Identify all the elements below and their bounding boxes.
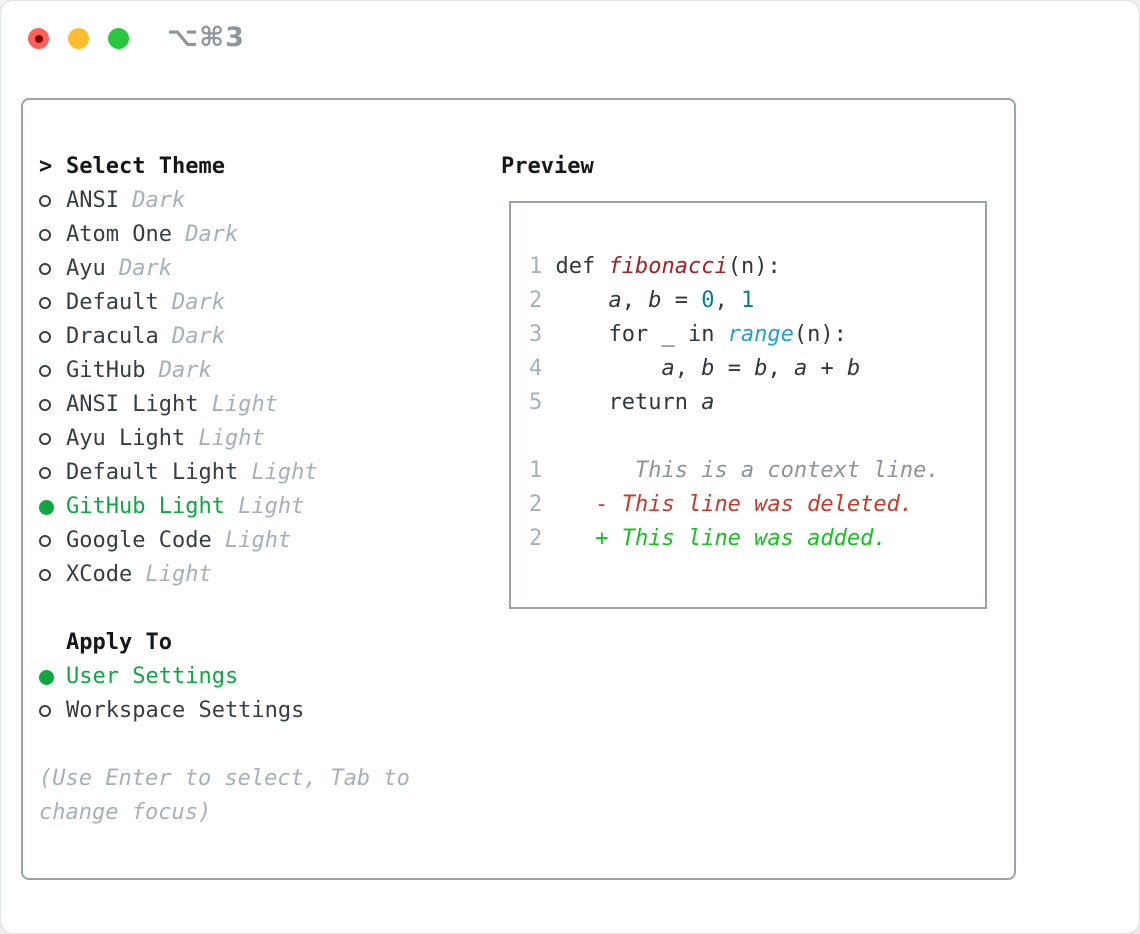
- radio-unselected-icon: [39, 365, 51, 377]
- theme-option-default[interactable]: Default Dark: [39, 286, 410, 320]
- apply-to-title: Apply To: [66, 630, 172, 655]
- option-label: GitHub Light: [66, 494, 239, 519]
- radio-unselected-icon: [39, 535, 51, 547]
- option-label: ANSI: [66, 188, 133, 213]
- radio-unselected-icon: [39, 399, 51, 411]
- preview-line: 1 def fibonacci(n):: [529, 254, 781, 279]
- theme-variant-tag: Dark: [132, 188, 186, 213]
- preview-line: 5 return a: [529, 390, 715, 415]
- theme-option-google-code[interactable]: Google Code Light: [39, 524, 410, 558]
- radio-unselected-icon: [39, 229, 51, 241]
- apply-option-workspace-settings[interactable]: Workspace Settings: [39, 694, 410, 728]
- theme-variant-tag: Light: [145, 562, 212, 587]
- preview-line: 2 - This line was deleted.: [529, 492, 914, 517]
- option-label: XCode: [66, 562, 146, 587]
- preview-blank-line: [529, 420, 940, 454]
- hint-line: (Use Enter to select, Tab to: [39, 766, 410, 791]
- theme-option-github[interactable]: GitHub Dark: [39, 354, 410, 388]
- apply-to-header-row: Apply To: [39, 626, 410, 660]
- theme-option-atom-one[interactable]: Atom One Dark: [39, 218, 410, 252]
- theme-option-ansi[interactable]: ANSI Dark: [39, 184, 410, 218]
- option-label: Google Code: [66, 528, 225, 553]
- option-label: Workspace Settings: [66, 698, 305, 723]
- preview-line: 3 for _ in range(n):: [529, 322, 847, 347]
- radio-unselected-icon: [39, 433, 51, 445]
- theme-list-title: Select Theme: [66, 154, 225, 179]
- theme-option-dracula[interactable]: Dracula Dark: [39, 320, 410, 354]
- cursor-marker: >: [39, 150, 66, 184]
- preview-box: 1 def fibonacci(n): 2 a, b = 0, 1 3 for _ …: [509, 201, 987, 609]
- title-bar: ⌥⌘3: [1, 1, 1139, 75]
- close-button[interactable]: [28, 28, 49, 49]
- option-label: User Settings: [66, 664, 239, 689]
- preview-line: 4 a, b = b, a + b: [529, 356, 861, 381]
- chevron-right-icon: >: [39, 154, 53, 179]
- option-label: Dracula: [66, 324, 172, 349]
- theme-variant-tag: Light: [211, 392, 278, 417]
- theme-variant-tag: Light: [198, 426, 265, 451]
- option-label: GitHub: [66, 358, 159, 383]
- option-label: Default: [66, 290, 172, 315]
- theme-variant-tag: Light: [224, 528, 292, 553]
- radio-unselected-icon: [39, 297, 51, 309]
- theme-option-github-light[interactable]: GitHub Light Light: [39, 490, 410, 524]
- preview-title: Preview: [501, 154, 594, 179]
- option-label: Ayu: [66, 256, 119, 281]
- theme-variant-tag: Dark: [158, 358, 212, 383]
- zoom-button[interactable]: [108, 28, 129, 49]
- radio-unselected-icon: [39, 331, 51, 343]
- theme-variant-tag: Dark: [118, 256, 172, 281]
- theme-option-ayu-light[interactable]: Ayu Light Light: [39, 422, 410, 456]
- radio-selected-icon: [39, 669, 54, 685]
- theme-option-default-light[interactable]: Default Light Light: [39, 456, 410, 490]
- preview-line: 1 This is a context line.: [529, 458, 940, 483]
- preview-line: 2 a, b = 0, 1: [529, 288, 755, 313]
- preview-content: 1 def fibonacci(n): 2 a, b = 0, 1 3 for _ …: [529, 250, 940, 556]
- option-label: ANSI Light: [66, 392, 212, 417]
- minimize-button[interactable]: [68, 28, 89, 49]
- radio-unselected-icon: [39, 467, 51, 479]
- theme-variant-tag: Dark: [171, 324, 225, 349]
- option-label: Default Light: [66, 460, 252, 485]
- option-label: Atom One: [66, 222, 186, 247]
- theme-variant-tag: Light: [238, 494, 305, 519]
- spacer-row: [39, 592, 410, 626]
- spacer-row: [39, 728, 410, 762]
- theme-option-ayu[interactable]: Ayu Dark: [39, 252, 410, 286]
- window-title: ⌥⌘3: [167, 22, 245, 53]
- hint-line: change focus): [39, 800, 212, 825]
- apply-option-user-settings[interactable]: User Settings: [39, 660, 410, 694]
- theme-variant-tag: Dark: [171, 290, 225, 315]
- keyboard-hint: (Use Enter to select, Tab to change focus…: [39, 762, 410, 830]
- theme-variant-tag: Dark: [185, 222, 239, 247]
- preview-header-row: Preview: [501, 150, 594, 184]
- preview-line: 2 + This line was added.: [529, 526, 887, 551]
- radio-selected-icon: [39, 499, 54, 515]
- theme-option-xcode[interactable]: XCode Light: [39, 558, 410, 592]
- radio-unselected-icon: [39, 705, 51, 717]
- option-label: Ayu Light: [66, 426, 199, 451]
- theme-list-header: > Select Theme: [39, 150, 410, 184]
- radio-unselected-icon: [39, 195, 51, 207]
- radio-unselected-icon: [39, 569, 51, 581]
- theme-option-ansi-light[interactable]: ANSI Light Light: [39, 388, 410, 422]
- theme-variant-tag: Light: [251, 460, 318, 485]
- radio-unselected-icon: [39, 263, 51, 275]
